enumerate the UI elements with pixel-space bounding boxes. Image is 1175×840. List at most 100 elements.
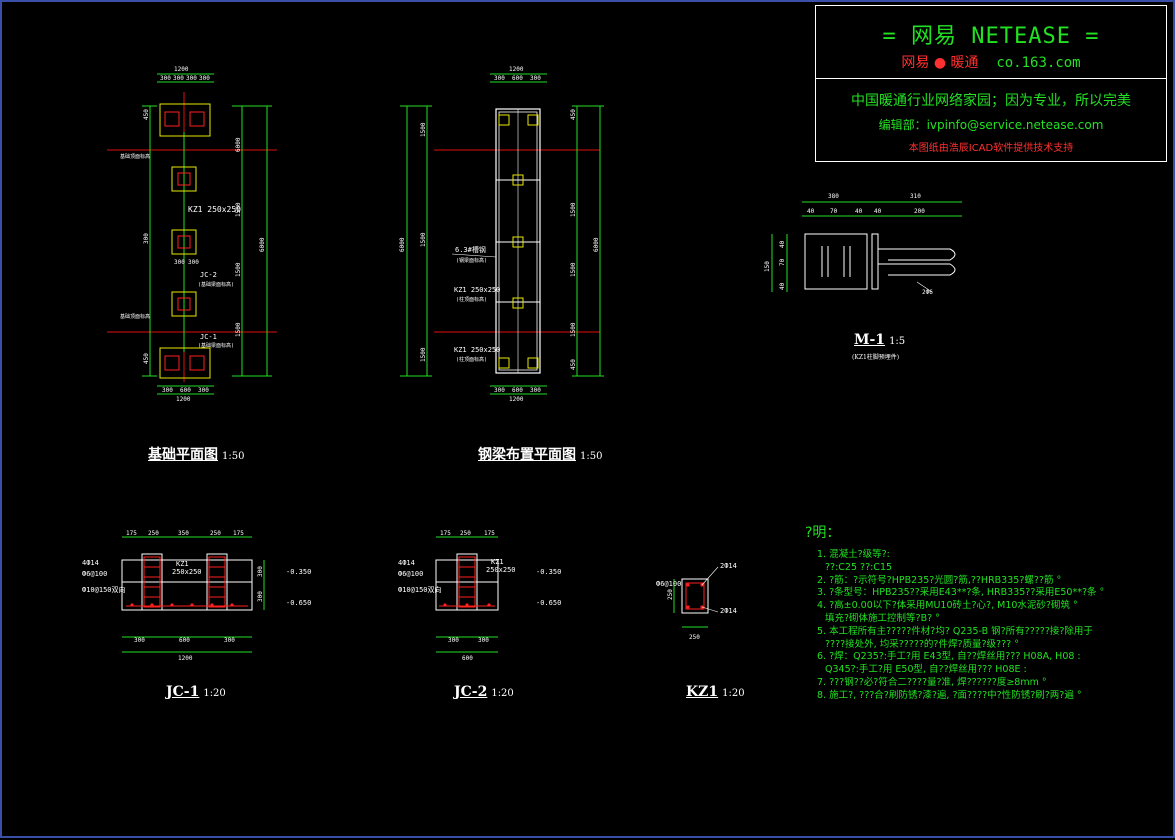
svg-text:300: 300 <box>134 637 145 644</box>
svg-text:300: 300 <box>530 75 541 82</box>
design-notes: ?明： 1. 混凝土?级等?: ??:C25 ??:C15 2. ?筋：?示符号… <box>805 524 1104 703</box>
svg-text:300: 300 <box>160 75 171 82</box>
svg-text:2Ф14: 2Ф14 <box>720 562 737 570</box>
note-item: 7. ???钢??必?符合二????量?准, 焊??????度≥8mm ° <box>817 677 1047 689</box>
svg-text:-0.650: -0.650 <box>286 599 311 607</box>
svg-text:1500: 1500 <box>235 202 242 217</box>
column-label: KZ1 250x250 <box>188 205 241 214</box>
svg-text:600: 600 <box>180 387 191 394</box>
svg-text:175: 175 <box>233 530 244 537</box>
note-item: 8. 施工?, ???合?刷防锈?漆?遍, ?面????中?性防锈?刷?两?遍 … <box>817 689 1082 701</box>
m1-subtitle: (KZ1柱脚预埋件) <box>852 354 900 361</box>
svg-text:-0.350: -0.350 <box>536 568 561 576</box>
jc2-section: 175 250 175 4Ф14 Ф6@100 Ф10@150双向 KZ1 25… <box>398 530 561 662</box>
svg-text:300: 300 <box>224 637 235 644</box>
svg-text:250: 250 <box>460 530 471 537</box>
svg-text:KZ1 250x250: KZ1 250x250 <box>454 346 500 354</box>
svg-text:(基础梁面标高): (基础梁面标高) <box>198 281 234 288</box>
dot-icon: ● <box>933 55 947 71</box>
brand-sub-mid: 暖通 <box>950 55 979 71</box>
svg-text:600: 600 <box>462 655 473 662</box>
note-item: 填充?砌体施工控制等?B? ° <box>825 612 940 624</box>
svg-text:JC-1: JC-1 <box>200 333 217 341</box>
svg-text:300: 300 <box>173 75 184 82</box>
notes-heading: ?明： <box>805 525 841 541</box>
svg-text:-0.650: -0.650 <box>536 599 561 607</box>
svg-text:40: 40 <box>874 208 882 215</box>
svg-text:300: 300 <box>188 259 199 266</box>
svg-text:250x250: 250x250 <box>172 568 202 576</box>
note-item: Q345?:手工?用 E50型, 自??焊丝用??? H08E : <box>825 664 1027 676</box>
svg-text:250: 250 <box>689 634 700 641</box>
svg-text:300: 300 <box>257 566 264 577</box>
svg-text:Ф6@100: Ф6@100 <box>82 570 107 578</box>
svg-text:KZ1: KZ1 <box>491 558 504 566</box>
svg-text:基础顶面标高: 基础顶面标高 <box>120 153 150 160</box>
svg-text:600: 600 <box>512 387 523 394</box>
svg-text:40: 40 <box>779 282 786 290</box>
note-item: 5. 本工程所有主?????件材?均? Q235-B 钢?所有?????接?除用… <box>817 625 1093 637</box>
title-block: = 网易 NETEASE = 网易 ● 暖通 co.163.com 中国暖通行业… <box>815 5 1167 162</box>
svg-text:310: 310 <box>910 193 921 200</box>
svg-text:KZ1 250x250: KZ1 250x250 <box>454 286 500 294</box>
svg-text:6.3#槽钢: 6.3#槽钢 <box>455 245 486 254</box>
svg-text:150: 150 <box>764 261 771 272</box>
svg-text:1200: 1200 <box>509 66 524 73</box>
jc1-section: 175 250 350 250 175 4Ф14 Ф6@100 Ф10@150双… <box>82 530 311 662</box>
beam-plan: 1200 300 600 300 300 600 300 1200 6000 1… <box>399 66 604 403</box>
svg-text:300: 300 <box>257 591 264 602</box>
svg-text:300: 300 <box>162 387 173 394</box>
tech-support: 本图纸由浩辰ICAD软件提供技术支持 <box>908 143 1074 154</box>
svg-text:KZ1: KZ1 <box>176 560 189 568</box>
svg-text:6000: 6000 <box>259 237 266 252</box>
svg-text:40: 40 <box>855 208 863 215</box>
svg-text:1500: 1500 <box>570 262 577 277</box>
svg-text:Ф10@150双向: Ф10@150双向 <box>82 585 126 594</box>
column-section <box>681 578 709 614</box>
brand-sub: 网易 ● 暖通 co.163.com <box>816 52 1166 72</box>
note-item: 1. 混凝土?级等?: <box>817 548 890 560</box>
svg-text:4Ф14: 4Ф14 <box>398 559 415 567</box>
svg-text:600: 600 <box>512 75 523 82</box>
svg-text:300: 300 <box>174 259 185 266</box>
svg-text:1500: 1500 <box>235 262 242 277</box>
svg-text:300: 300 <box>494 75 505 82</box>
svg-text:Ф6@100: Ф6@100 <box>398 570 423 578</box>
svg-text:1500: 1500 <box>420 232 427 247</box>
svg-text:6000: 6000 <box>399 237 406 252</box>
svg-text:2Ф6: 2Ф6 <box>922 289 933 296</box>
svg-text:450: 450 <box>570 359 577 370</box>
svg-text:250: 250 <box>210 530 221 537</box>
notes-list: 1. 混凝土?级等?: ??:C25 ??:C15 2. ?筋：?示符号?HPB… <box>805 549 1104 703</box>
svg-text:250: 250 <box>148 530 159 537</box>
note-item: ??:C25 ??:C15 <box>825 561 893 573</box>
svg-text:基础顶面标高: 基础顶面标高 <box>120 313 150 320</box>
foundation-plan: 1200 300 300 300 300 300 600 300 1200 60… <box>107 66 277 403</box>
svg-text:300: 300 <box>478 637 489 644</box>
svg-text:300: 300 <box>530 387 541 394</box>
svg-text:1500: 1500 <box>570 322 577 337</box>
svg-text:350: 350 <box>178 530 189 537</box>
svg-text:Ф10@150双向: Ф10@150双向 <box>398 585 442 594</box>
svg-text:(钢梁面标高): (钢梁面标高) <box>456 257 487 264</box>
footing-pad <box>171 229 197 255</box>
svg-text:Ф6@100: Ф6@100 <box>656 580 681 588</box>
note-item: ????接处外, 均采?????的?件焊?质量?级??? ° <box>825 638 1019 650</box>
footing-pad <box>171 166 197 192</box>
kz1-section: 2Ф14 Ф6@100 2Ф14 250 250 <box>656 562 737 641</box>
svg-text:175: 175 <box>126 530 137 537</box>
svg-text:1200: 1200 <box>178 655 193 662</box>
svg-text:-0.350: -0.350 <box>286 568 311 576</box>
svg-text:40: 40 <box>779 240 786 248</box>
svg-text:40: 40 <box>807 208 815 215</box>
footing-pad <box>171 291 197 317</box>
slogan: 中国暖通行业网络家园；因为专业，所以完美 <box>851 93 1131 109</box>
svg-text:300: 300 <box>199 75 210 82</box>
svg-text:6000: 6000 <box>593 237 600 252</box>
svg-text:300: 300 <box>198 387 209 394</box>
